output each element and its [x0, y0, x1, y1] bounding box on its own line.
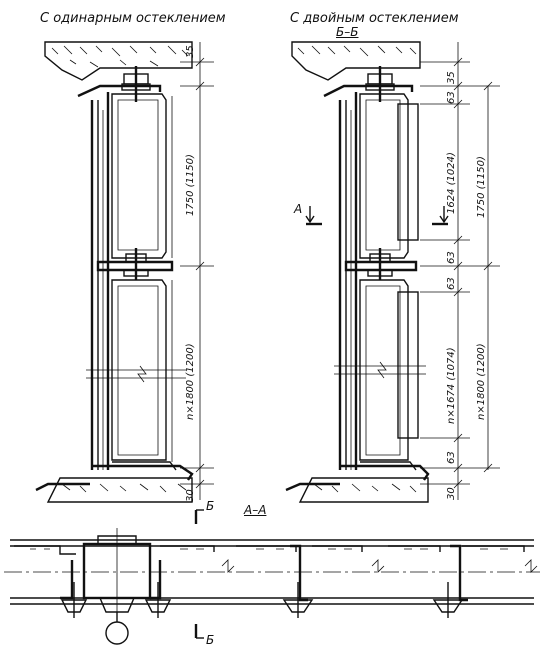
- right-section-label: Б–Б: [336, 25, 359, 39]
- left-dimension-chain: [180, 42, 214, 500]
- left-mid-transom: [96, 248, 174, 280]
- right-dim-mid-offset-b: 63: [446, 277, 457, 290]
- right-dim-upper-inner: 1624 (1024): [446, 152, 457, 214]
- right-dim-mid-offset-a: 63: [446, 251, 457, 264]
- right-post: [338, 92, 358, 470]
- left-top-slab: [44, 41, 193, 81]
- plan-glazing: [14, 545, 525, 555]
- section-a-markers: [305, 206, 449, 226]
- left-dim-lower-span: n×1800 (1200): [185, 343, 196, 420]
- right-bottom-sill: [285, 461, 430, 503]
- right-title: С двойным остеклением: [290, 11, 459, 26]
- right-dim-bottom-gap: 30: [446, 487, 457, 500]
- plan-section: [4, 509, 540, 645]
- left-post: [90, 92, 110, 470]
- left-upper-panel: [111, 93, 173, 259]
- plan-cut-marks: [194, 509, 204, 639]
- right-dimension-chains: [420, 42, 500, 500]
- plan-cut-label-bottom: Б: [206, 633, 215, 647]
- left-dim-upper-span: 1750 (1150): [185, 154, 196, 216]
- right-upper-panel: [359, 93, 419, 259]
- right-elevation: [285, 41, 500, 503]
- plan-posts: [60, 544, 468, 602]
- plan-cut-label-top: Б: [206, 499, 215, 513]
- right-lower-panel: [359, 279, 419, 461]
- left-upper-anchor: [77, 66, 162, 102]
- right-dim-upper-offset: 63: [446, 91, 457, 104]
- plan-section-label: А–А: [244, 503, 267, 517]
- plan-column: [82, 528, 152, 645]
- right-dim-lower-span: n×1800 (1200): [476, 343, 487, 420]
- left-lower-panel: [111, 279, 173, 462]
- right-dim-lower-inner: n×1674 (1074): [446, 347, 457, 424]
- left-dim-bottom-gap: 30: [185, 489, 196, 502]
- left-title: С одинарным остеклением: [40, 11, 226, 26]
- right-break-line: [334, 361, 426, 379]
- right-upper-anchor: [323, 66, 414, 102]
- section-a-label-left: А: [294, 202, 303, 216]
- right-top-slab: [291, 41, 421, 81]
- left-elevation: [35, 41, 214, 503]
- left-bottom-sill: [35, 461, 194, 503]
- left-break-line: [86, 365, 186, 383]
- right-dim-top-gap: 35: [446, 71, 457, 84]
- plan-bolts: [60, 582, 464, 618]
- right-dim-low-offset: 63: [446, 451, 457, 464]
- right-mid-transom: [344, 248, 418, 280]
- left-dim-top-gap: 35: [185, 45, 196, 58]
- right-dim-upper-span: 1750 (1150): [476, 156, 487, 218]
